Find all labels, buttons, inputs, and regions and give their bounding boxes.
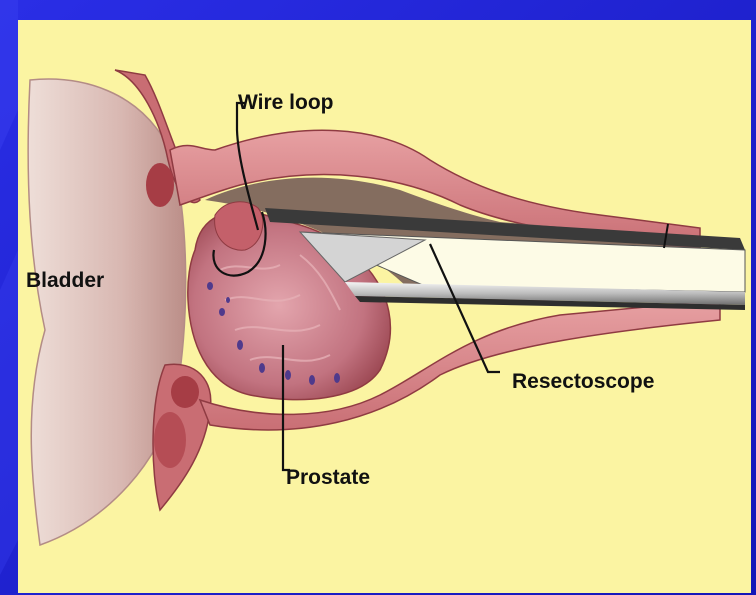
turp-anatomy-illustration: [18, 20, 751, 593]
label-resectoscope: Resectoscope: [512, 371, 654, 392]
label-wire-loop: Wire loop: [238, 92, 333, 113]
label-prostate: Prostate: [286, 467, 370, 488]
label-bladder: Bladder: [26, 270, 104, 291]
illustration-panel: Bladder Wire loop Resectoscope Prostate: [18, 20, 751, 593]
